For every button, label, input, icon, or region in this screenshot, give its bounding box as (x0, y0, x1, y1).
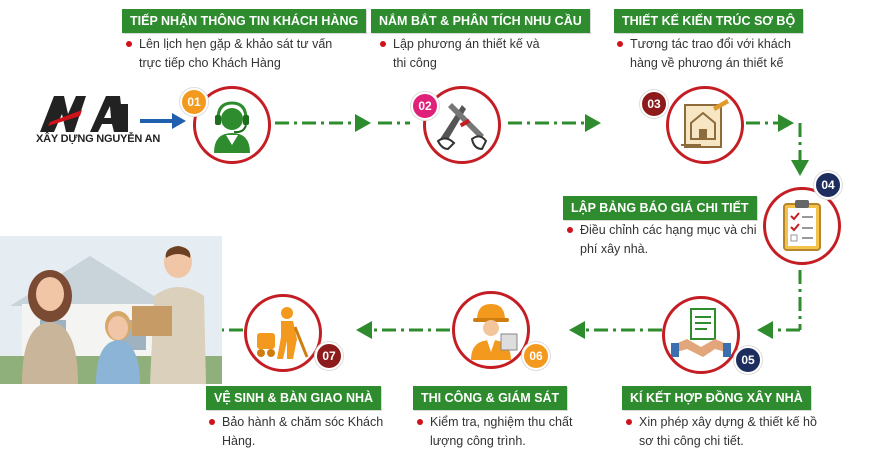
step-02-desc: Lập phương án thiết kế và thi công (380, 35, 555, 73)
step-07-desc: Bảo hành & chăm sóc Khách Hàng. (209, 413, 384, 451)
step-06-desc: Kiểm tra, nghiệm thu chất lượng công trì… (417, 413, 597, 451)
blueprint-icon (681, 99, 729, 148)
step-03-title: THIẾT KẾ KIẾN TRÚC SƠ BỘ (614, 9, 804, 33)
step-03-number: 03 (640, 90, 668, 118)
step-03-desc: Tương tác trao đổi với khách hàng về phư… (617, 35, 817, 73)
step-05-desc: Xin phép xây dựng & thiết kế hồ sơ thi c… (626, 413, 826, 451)
na-logo-mark-icon (40, 96, 128, 132)
construction-worker-icon (471, 304, 518, 360)
step-04-desc: Điều chỉnh các hạng mục và chi phí xây n… (567, 221, 757, 259)
step-05-title: KÍ KẾT HỢP ĐỒNG XÂY NHÀ (622, 386, 811, 410)
step-01-circle (193, 86, 271, 164)
step-03-circle (666, 86, 744, 164)
step-06-title: THI CÔNG & GIÁM SÁT (413, 386, 568, 410)
step-07-title: VỆ SINH & BÀN GIAO NHÀ (206, 386, 382, 410)
company-name: XÂY DỰNG NGUYỄN AN (36, 133, 161, 145)
cleaning-person-icon (257, 307, 309, 359)
step-07-number: 07 (315, 342, 343, 370)
step-02-number: 02 (411, 92, 439, 120)
step-02-title: NẮM BẮT & PHÂN TÍCH NHU CẦU (371, 9, 590, 33)
step-05-circle (662, 296, 740, 374)
step-06-number: 06 (522, 342, 550, 370)
step-06-circle (452, 291, 530, 369)
step-01-number: 01 (180, 88, 208, 116)
family-house-photo (0, 236, 222, 384)
clipboard-checklist-icon (783, 200, 821, 251)
step-05-number: 05 (734, 346, 762, 374)
step-01-desc: Lên lịch hẹn gặp & khảo sát tư vấn trực … (126, 35, 336, 73)
step-07-circle (244, 294, 322, 372)
step-04-circle (763, 187, 841, 265)
drafting-tools-icon (436, 103, 488, 151)
handshake-contract-icon (671, 308, 731, 357)
step-04-title: LẬP BẢNG BÁO GIÁ CHI TIẾT (563, 196, 757, 220)
step-01-title: TIẾP NHẬN THÔNG TIN KHÁCH HÀNG (122, 9, 367, 33)
step-04-number: 04 (814, 171, 842, 199)
company-logo: XÂY DỰNG NGUYỄN AN (36, 92, 160, 156)
headset-support-icon (214, 101, 250, 153)
